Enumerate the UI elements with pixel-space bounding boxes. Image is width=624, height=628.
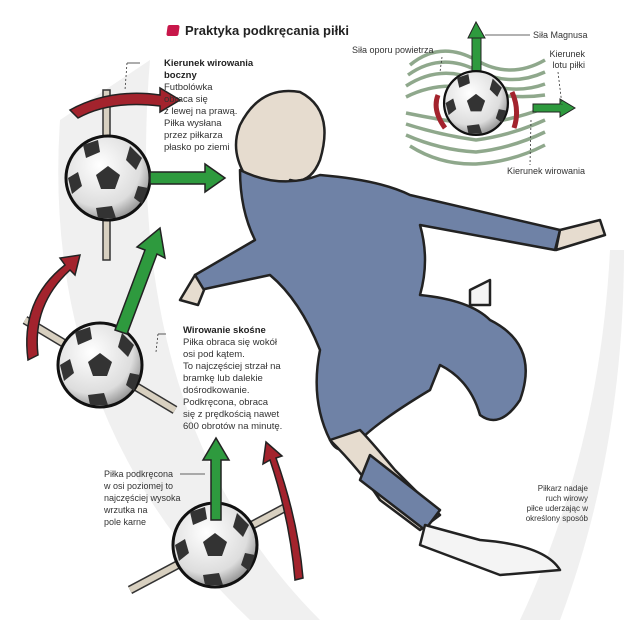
infographic-title: Praktyka podkręcania piłki (166, 23, 349, 38)
horizontal-spin-caption: Piłka podkręcona w osi poziomej to najcz… (104, 469, 181, 527)
side-spin-caption: Kierunek wirowania boczny Futbolówka obr… (164, 58, 254, 153)
diagonal-spin-caption: Wirowanie skośne Piłka obraca się wokół … (183, 325, 283, 432)
ball-horizontal-spin (127, 436, 304, 594)
ball-diagonal-spin (22, 226, 178, 414)
magnus-force-label: Siła Magnusa (533, 30, 588, 40)
player-note: Piłkarz nadaje ruch wirowy piłce uderzaj… (525, 484, 588, 523)
title-marker-icon (166, 25, 180, 36)
air-resistance-label: Siła oporu powietrza (352, 45, 434, 55)
player-figure (178, 89, 607, 577)
flight-direction-label: Kierunek lotu piłki (549, 49, 585, 70)
spin-direction-label: Kierunek wirowania (507, 166, 586, 176)
spin-arrow-red (68, 86, 182, 119)
ball-side-spin (64, 86, 227, 261)
direction-arrow-green (149, 162, 227, 194)
